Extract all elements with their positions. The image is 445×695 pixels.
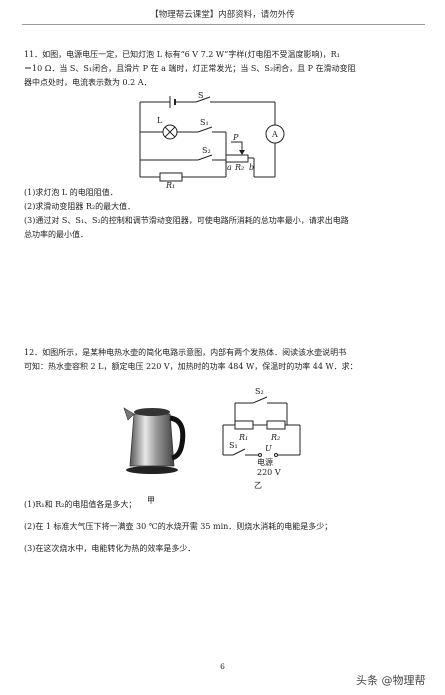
label-r1: R₁ xyxy=(165,181,175,190)
switch-s2-blade xyxy=(197,154,213,161)
q11-stem-line-2: ＝10 Ω．当 S、S₁闭合，且滑片 P 在 a 端时，灯正常发光；当 S、S₂… xyxy=(24,64,356,73)
question-12: 12．如图所示，是某种电热水壶的简化电路示意图，内部有两个发热体．阅读该水壶说明… xyxy=(24,346,424,374)
label-l: L xyxy=(157,116,163,125)
label-u: U xyxy=(265,444,272,453)
label-s2: S₂ xyxy=(202,146,211,155)
question-11: 11．如图，电源电压一定，已知灯泡 L 标有“6 V 7.2 W”字样(灯电阻不… xyxy=(24,48,424,90)
q11-subquestions: (1)求灯泡 L 的电阻阻值． (2)求滑动变阻器 R₂的最大值． (3)通过对… xyxy=(24,186,424,242)
q12-circuit-diagram: S₂ R₁ R₂ S₁ U 电源 220 V xyxy=(222,387,301,477)
label-r1: R₁ xyxy=(238,433,248,442)
switch-s2-blade xyxy=(252,396,268,404)
q12-sub-2: (2)在 1 标准大气压下将一满壶 30 ℃的水烧开需 35 min．则烧水消耗… xyxy=(24,522,333,531)
page-header: 【物理帮云课堂】内部资料，请勿外传 xyxy=(150,10,295,20)
q12-stem-line-1: 12．如图所示，是某种电热水壶的简化电路示意图，内部有两个发热体．阅读该水壶说明… xyxy=(24,348,347,357)
q11-stem-line-3: 器中点处时，电流表示数为 0.2 A． xyxy=(24,78,152,87)
resistor-r1 xyxy=(234,420,254,430)
switch-s1-blade xyxy=(232,448,246,456)
resistor-r1 xyxy=(159,172,183,182)
watermark: 头条 @物理帮 xyxy=(356,674,426,687)
slider-p xyxy=(231,141,243,153)
q11-sub-1: (1)求灯泡 L 的电阻阻值． xyxy=(24,188,118,197)
label-jia: 甲 xyxy=(147,496,155,505)
q11-sub-3-line-2: 总功率的最小值． xyxy=(24,230,88,239)
label-a: a xyxy=(227,163,232,172)
label-power-source: 电源 xyxy=(257,457,273,467)
label-r2: R₂ xyxy=(234,163,244,172)
label-220v: 220 V xyxy=(257,468,281,477)
header-rule xyxy=(22,24,425,25)
label-a-meter: A xyxy=(271,130,278,139)
q12-sub-3: (3)在这次烧水中，电能转化为热的效率是多少． xyxy=(24,544,196,553)
label-s1: S₁ xyxy=(200,118,209,127)
q11-circuit-diagram: S S₁ S₂ L P a b R₂ R₁ A xyxy=(139,91,285,190)
resistor-r2 xyxy=(266,420,286,430)
q11-sub-2: (2)求滑动变阻器 R₂的最大值． xyxy=(24,202,136,211)
q11-sub-3-line-1: (3)通过对 S、S₁、S₂的控制和调节滑动变阻器，可使电路所消耗的总功率最小，… xyxy=(24,216,349,225)
rheostat-r2 xyxy=(225,154,249,163)
label-b: b xyxy=(249,163,254,172)
label-r2: R₂ xyxy=(270,433,280,442)
q12-sub-1: (1)R₁和 R₂的电阻值各是多大； xyxy=(24,500,137,509)
switch-s-blade xyxy=(195,96,211,103)
page-number: 6 xyxy=(220,662,225,671)
q12-subquestions: (1)R₁和 R₂的电阻值各是多大； (2)在 1 标准大气压下将一满壶 30 … xyxy=(24,498,424,556)
label-s2: S₂ xyxy=(255,387,264,396)
label-s1: S₁ xyxy=(229,441,238,450)
kettle-image xyxy=(123,407,186,474)
label-s: S xyxy=(198,91,203,100)
switch-s1-blade xyxy=(197,126,213,133)
label-yi: 乙 xyxy=(254,481,262,490)
q11-stem-line-1: 11．如图，电源电压一定，已知灯泡 L 标有“6 V 7.2 W”字样(灯电阻不… xyxy=(24,50,340,59)
label-p: P xyxy=(232,133,239,142)
q12-stem-line-2: 可知：热水壶容积 2 L，额定电压 220 V，加热时的功率 484 W，保温时… xyxy=(24,362,358,371)
